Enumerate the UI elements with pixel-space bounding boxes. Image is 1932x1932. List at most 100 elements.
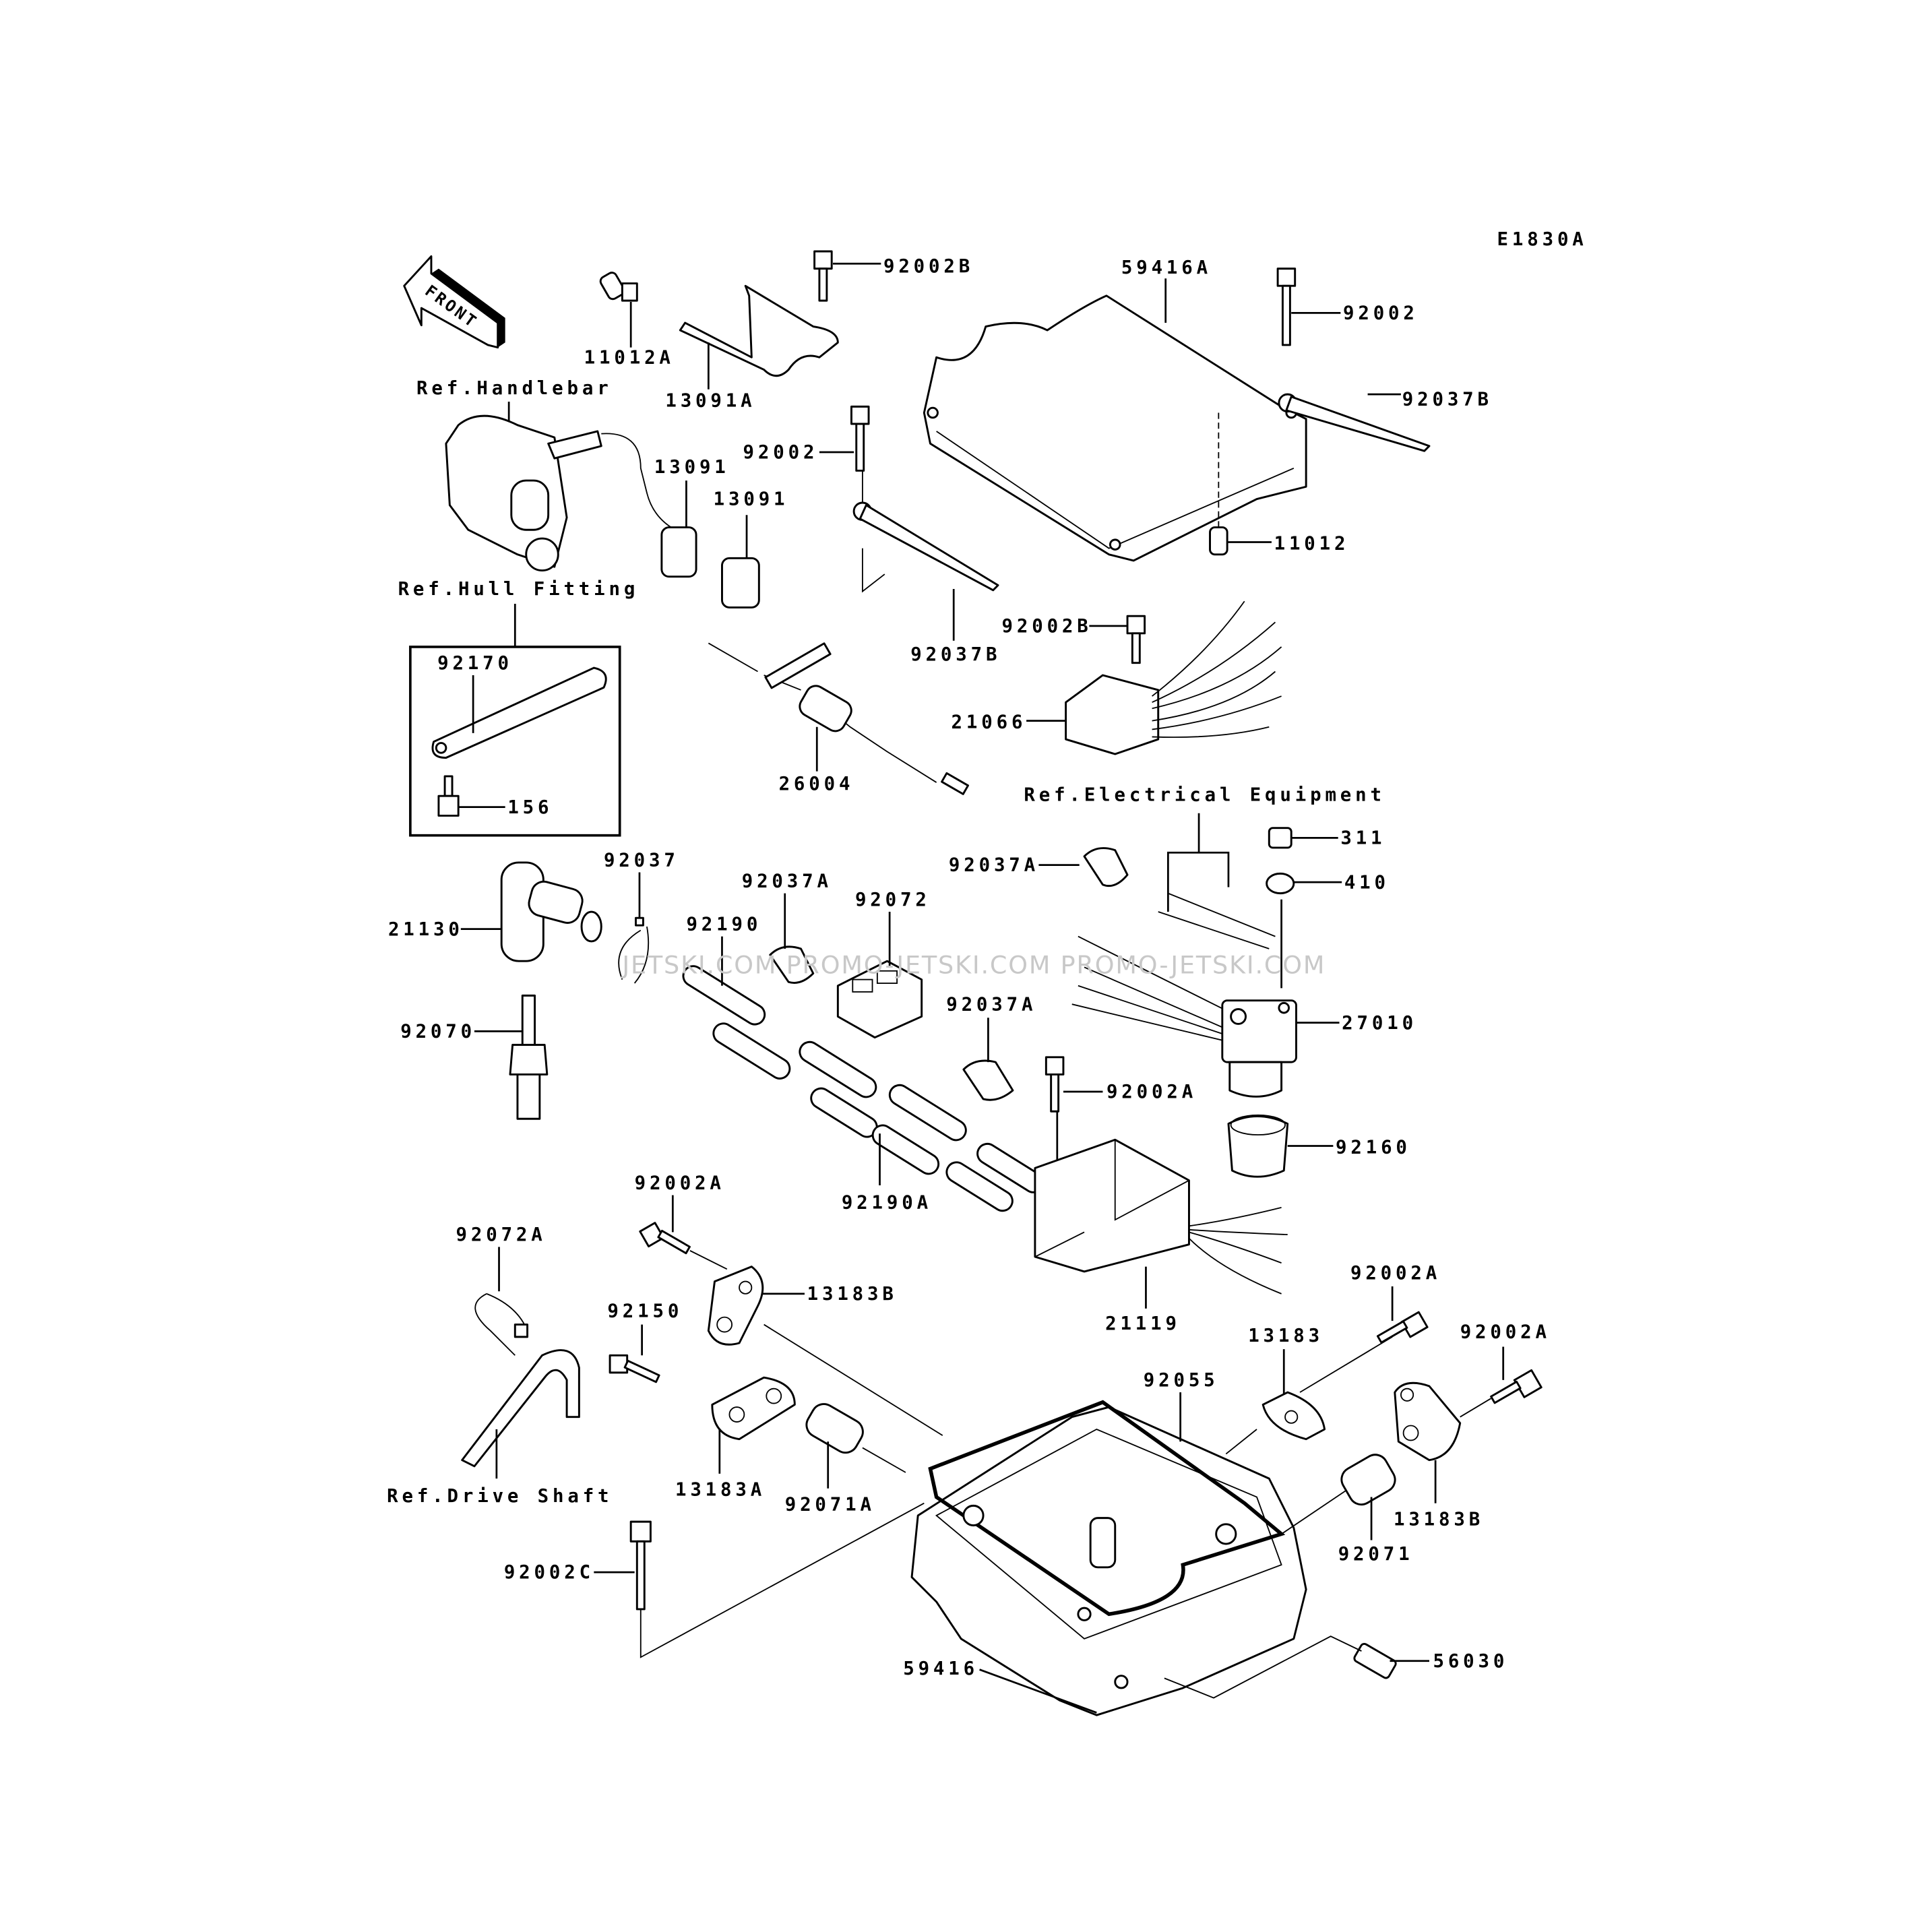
part-label-92037B[interactable]: 92037B [1402,389,1493,410]
part-label-92002A-c[interactable]: 92002A [1350,1263,1441,1284]
part-label-92002B-mid[interactable]: 92002B [1002,616,1092,637]
plug-cap-21130 [500,861,602,962]
bracket-13091A [679,284,839,377]
part-label-92150[interactable]: 92150 [607,1301,683,1322]
part-label-92002[interactable]: 92002 [1343,303,1419,324]
tubes-92190 [682,965,1045,1212]
part-label-92071[interactable]: 92071 [1338,1544,1414,1565]
part-label-11012[interactable]: 11012 [1274,533,1350,554]
cap-92160 [1227,1114,1289,1178]
part-label-27010[interactable]: 27010 [1342,1013,1417,1034]
damper-92071 [1340,1454,1396,1506]
hull-fitting-box [409,646,621,837]
holder-92072 [836,960,923,1039]
spacer-13183 [1261,1391,1326,1441]
bolt-92002-right [1276,268,1297,346]
part-label-92190[interactable]: 92190 [686,914,761,935]
front-arrow-icon: FRONT [403,255,505,349]
clamp-92037A-c [962,1059,1014,1101]
part-label-13091-b[interactable]: 13091 [714,489,789,510]
part-label-92037B-mid[interactable]: 92037B [910,644,1001,665]
part-label-92002C[interactable]: 92002C [504,1562,594,1583]
damper-92071A [805,1403,864,1454]
ignition-coil-21119 [1034,1138,1288,1295]
bolt-156 [437,775,460,817]
collar-11012 [1209,526,1228,556]
cable-26004 [708,642,969,795]
band-92072A [474,1293,529,1356]
part-label-92190A[interactable]: 92190A [842,1193,932,1214]
part-label-92072A[interactable]: 92072A [456,1224,547,1245]
part-label-92002A-d[interactable]: 92002A [1460,1322,1551,1343]
part-label-92072[interactable]: 92072 [855,890,931,910]
bolt-92002B-top [813,250,833,302]
bolt-92150 [609,1354,660,1383]
part-label-92170[interactable]: 92170 [437,653,513,674]
part-label-13183B-a[interactable]: 13183B [807,1284,898,1305]
ref-electrical-equipment: Ref.Electrical Equipment [1024,784,1385,805]
watermark: JETSKI.COM PROMO-JETSKI.COM PROMO-JETSKI… [621,950,1326,979]
bracket-13183B-a [707,1266,764,1346]
part-label-13091A[interactable]: 13091A [665,390,755,411]
clip-92037 [618,916,650,984]
handlebar-switch [445,414,676,572]
bolt-92002A-c [1376,1311,1429,1344]
bolt-92002A-d [1490,1369,1543,1404]
spark-plug-92070 [509,994,549,1120]
washer-410 [1266,872,1295,895]
bolt-92002C [629,1520,652,1611]
part-label-92070[interactable]: 92070 [400,1022,476,1042]
ref-drive-shaft: Ref.Drive Shaft [387,1486,613,1507]
ref-handlebar: Ref.Handlebar [416,378,613,399]
part-label-92037A-c[interactable]: 92037A [946,994,1036,1015]
diagram-code: E1830A [1497,229,1588,250]
part-label-92037[interactable]: 92037 [604,850,679,871]
part-label-156[interactable]: 156 [507,797,553,818]
cap-13091-a [660,526,697,578]
bolt-92002A-b [639,1222,691,1255]
part-label-92002B[interactable]: 92002B [883,256,974,277]
bolt-92002-mid [850,405,870,472]
part-label-92160[interactable]: 92160 [1336,1137,1411,1158]
part-label-59416A[interactable]: 59416A [1121,257,1212,278]
part-label-311[interactable]: 311 [1340,828,1385,848]
nut-311 [1268,827,1292,849]
ref-hull-fitting: Ref.Hull Fitting [398,579,640,600]
drive-shaft-bracket [461,1349,580,1468]
part-label-21119[interactable]: 21119 [1105,1313,1181,1334]
strap-92037B-right [1278,393,1431,452]
part-label-59416[interactable]: 59416 [903,1658,978,1679]
part-label-92055[interactable]: 92055 [1144,1370,1219,1391]
cap-13091-b [721,557,760,609]
strap-92170 [431,666,607,759]
clamp-92037A-b [769,945,815,984]
case-59416 [910,1400,1307,1716]
part-label-92037A-b[interactable]: 92037A [742,871,832,892]
part-label-13183B-b[interactable]: 13183B [1394,1509,1484,1530]
spacer-13183A [711,1376,796,1441]
part-label-21066[interactable]: 21066 [952,712,1027,733]
part-label-92002-mid[interactable]: 92002 [743,442,819,463]
part-label-92002A-a[interactable]: 92002A [1107,1082,1197,1102]
part-label-56030[interactable]: 56030 [1433,1651,1508,1672]
part-label-13091-a[interactable]: 13091 [654,457,730,478]
part-label-21130[interactable]: 21130 [388,919,464,940]
part-label-26004[interactable]: 26004 [779,774,854,794]
plug-56030 [1353,1642,1397,1679]
part-label-13183[interactable]: 13183 [1248,1326,1323,1346]
regulator-21066 [1065,600,1282,755]
part-label-92071A[interactable]: 92071A [785,1495,875,1516]
bolt-92002A-a [1045,1056,1065,1113]
cover-59416A [923,294,1307,562]
part-label-11012A[interactable]: 11012A [584,347,675,368]
part-label-92037A-a[interactable]: 92037A [949,855,1039,876]
starter-relay-27010 [1071,892,1297,1098]
bracket-13183B-b [1394,1381,1462,1462]
bolt-92002B-mid [1126,615,1146,664]
part-label-410[interactable]: 410 [1344,872,1390,893]
part-label-92002A-b[interactable]: 92002A [635,1173,725,1193]
part-label-13183A[interactable]: 13183A [675,1480,766,1501]
collar-11012A [599,272,638,302]
